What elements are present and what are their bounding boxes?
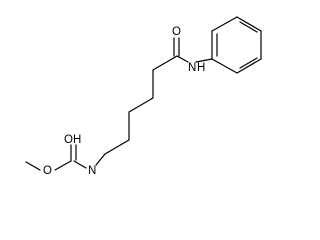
carbonyl-oxygen-label: O [172, 26, 181, 38]
carbamate-hydroxyl-oxygen-label: O [64, 134, 73, 146]
chain-bond [104, 139, 130, 155]
carbamate-group [25, 144, 87, 171]
structure-drawing: O N H O H N O [25, 16, 262, 177]
ring-double-bond [239, 57, 258, 69]
amide-hydrogen-label: H [197, 62, 205, 74]
ring-bond [211, 16, 238, 32]
amide-group [173, 37, 189, 63]
phenyl-ring [211, 16, 262, 74]
carbonyl-to-n-bond [176, 55, 189, 63]
amide-nitrogen-label: N [188, 62, 196, 74]
carbamate-nitrogen-label: N [88, 165, 96, 177]
n-phenyl-bond [195, 58, 213, 63]
carbamate-hydroxyl-hydrogen-label: H [73, 134, 81, 146]
chain-bond [152, 55, 178, 71]
ring-bond [236, 58, 262, 74]
ring-bond [236, 16, 262, 32]
carbamate-ester-oxygen-label: O [43, 165, 52, 177]
n-to-carbon-bond [73, 160, 87, 169]
ring-bond [211, 58, 238, 74]
ring-double-bond [239, 21, 258, 33]
methyl-bond [25, 161, 41, 171]
chain-bond [128, 97, 154, 113]
chain-bond [95, 153, 106, 166]
carbon-to-ester-o-bond [54, 160, 72, 171]
molecule-diagram: O N H O H N O [25, 16, 262, 177]
alkyl-chain [95, 55, 178, 166]
